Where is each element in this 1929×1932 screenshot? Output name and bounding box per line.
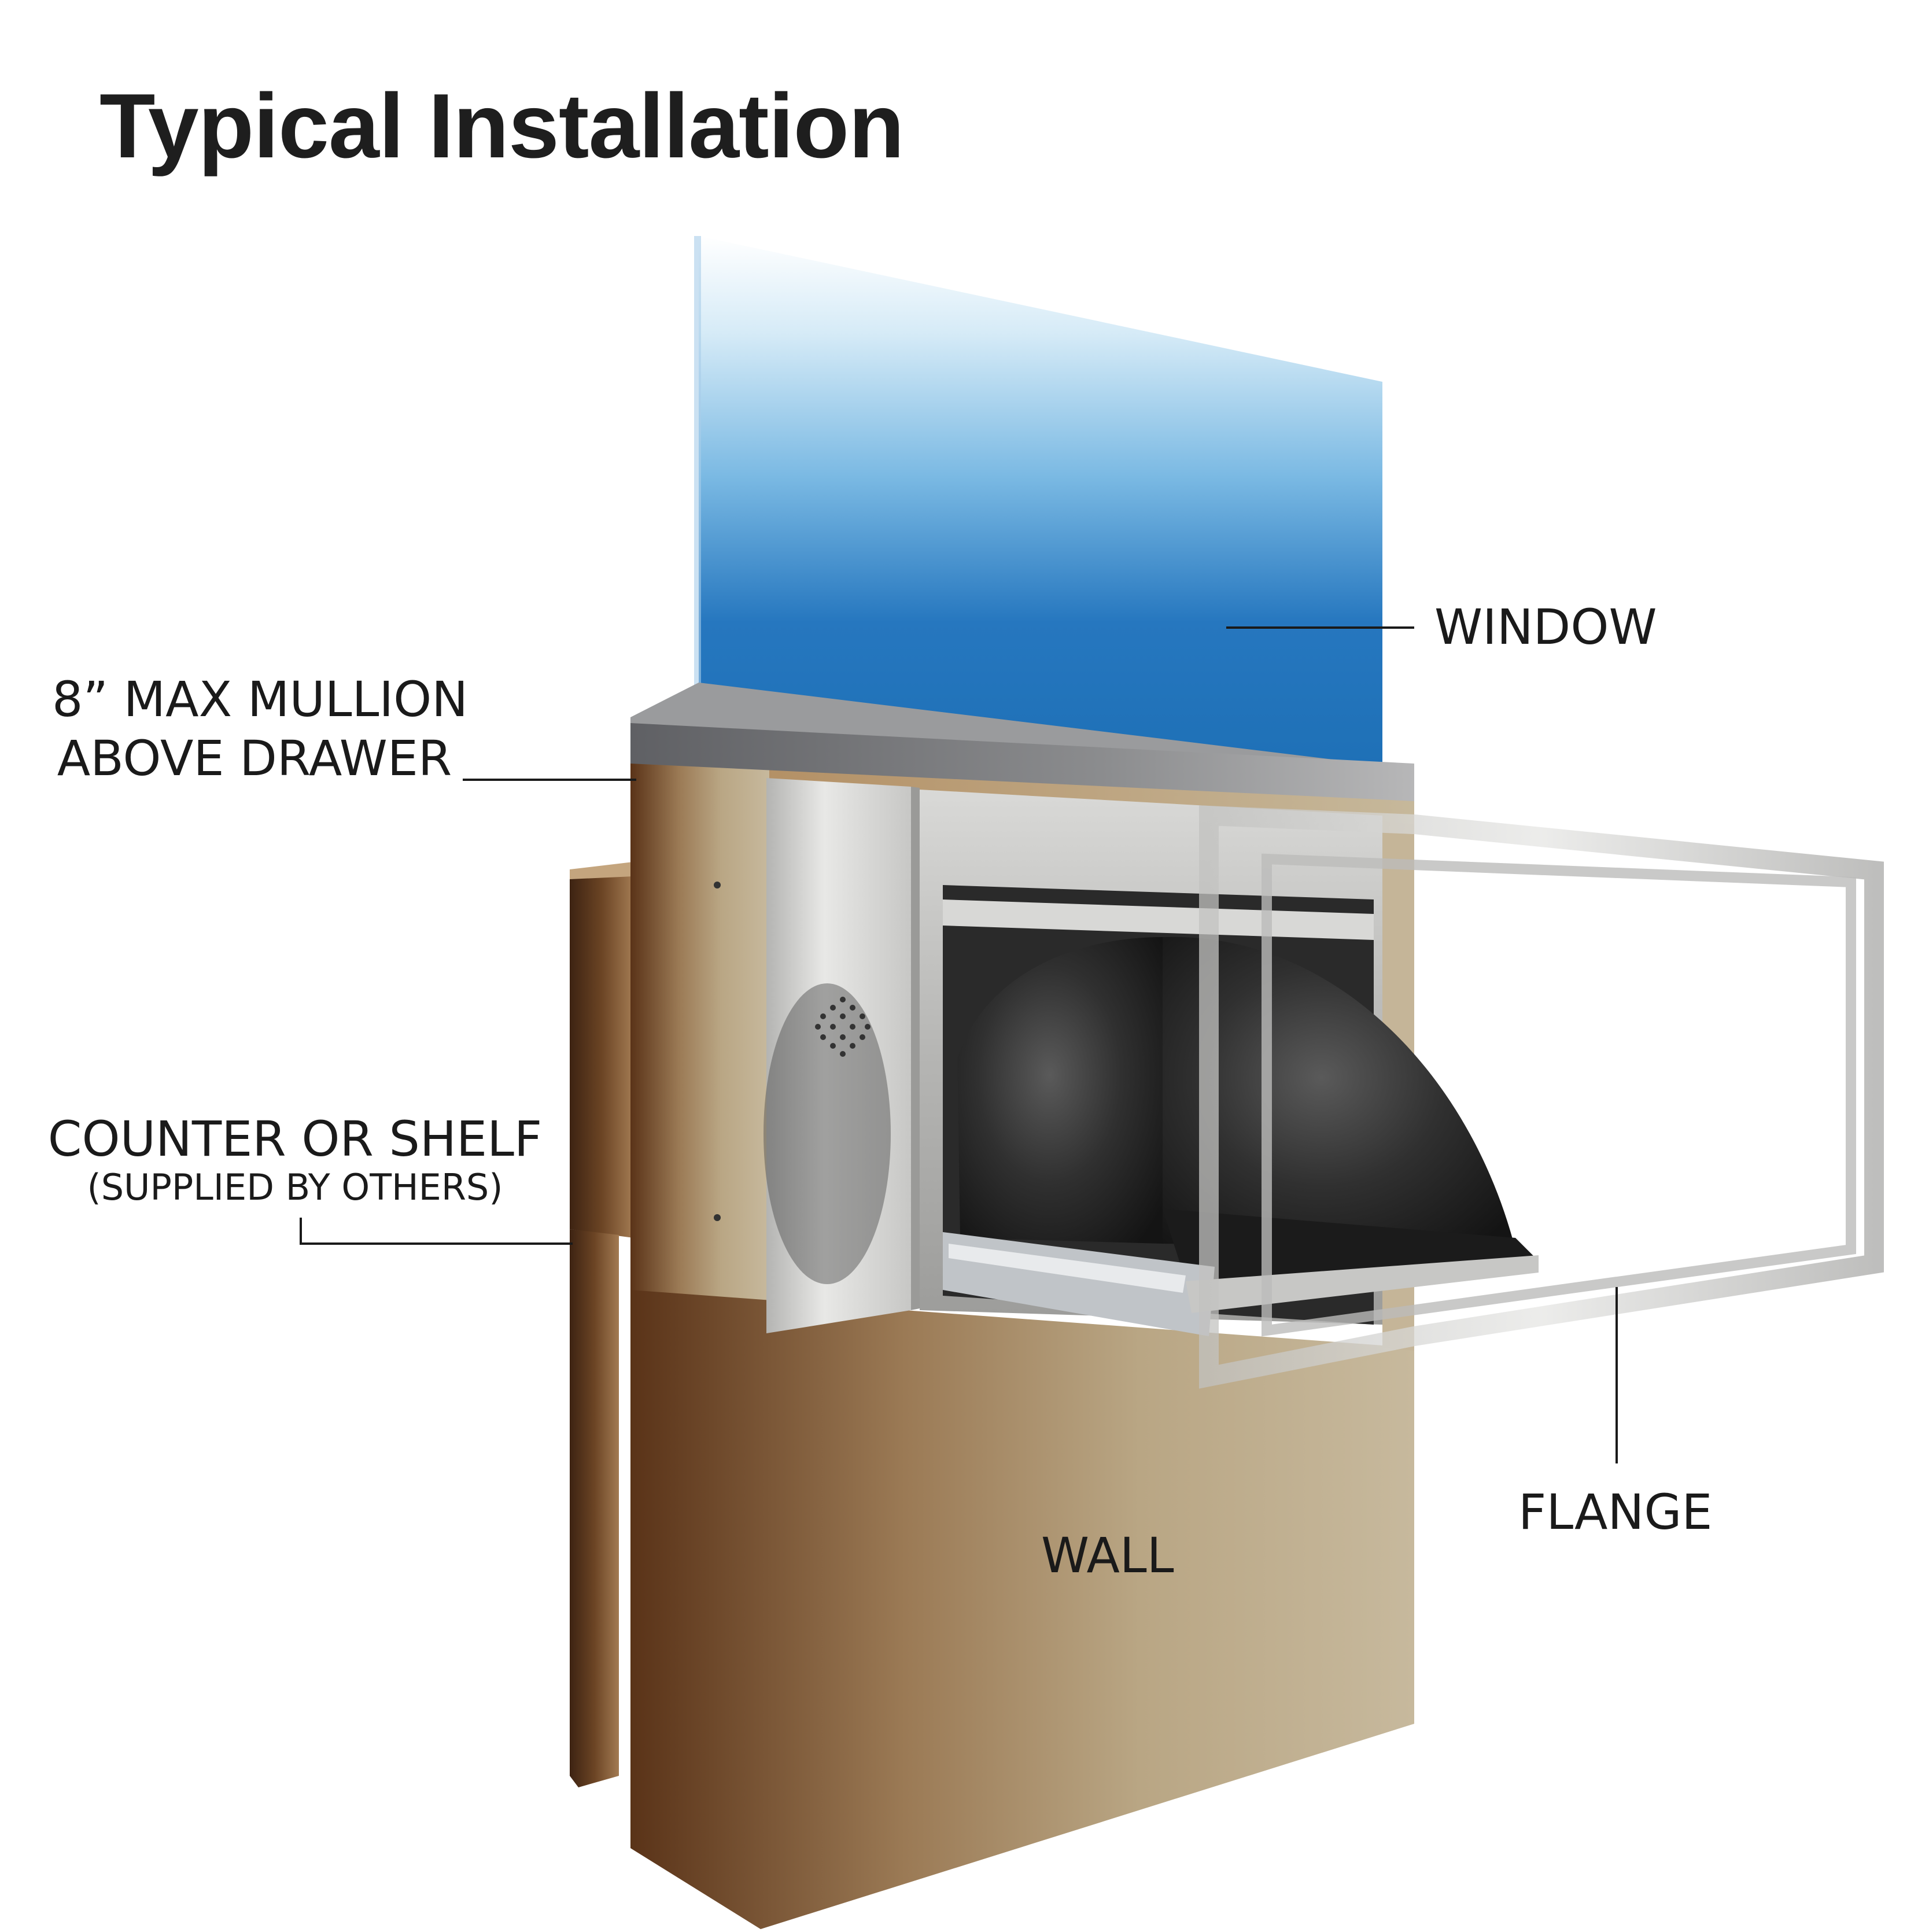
window-label: WINDOW [1434,599,1657,655]
wall-lower [630,1290,1414,1929]
flange-label: FLANGE [1518,1484,1713,1540]
counter-label-line1: COUNTER OR SHELF [47,1111,543,1167]
counter-shelf-side [570,869,633,1238]
drawer-front-plate [1186,1255,1539,1313]
window-glass [699,236,1382,772]
window-edge [694,236,701,688]
flange-outer [1199,805,1884,1389]
drawer-left-panel-edge [911,787,920,1310]
wall-upper-left [630,755,769,1336]
speaker-icon [815,997,871,1057]
mullion-face [630,723,1414,801]
page-title: Typical Installation [99,75,905,177]
flange-inner [1262,853,1856,1337]
mullion-label-line2: ABOVE DRAWER [57,730,452,787]
drawer-bin [957,937,1163,1244]
counter-shelf-top [570,862,633,879]
counter-shelf-leg [570,1229,619,1787]
counter-leader-line [300,1218,573,1245]
wall-label: WALL [1041,1527,1174,1584]
counter-label-line2: (SUPPLIED BY OTHERS) [87,1166,503,1208]
counter-label: COUNTER OR SHELF (SUPPLIED BY OTHERS) [46,1111,544,1208]
mullion-label-line1: 8” MAX MULLION [52,671,469,728]
mullion-label: 8” MAX MULLION ABOVE DRAWER [52,671,469,787]
drawer-left-panel [766,778,911,1333]
mullion-top [630,683,1414,775]
